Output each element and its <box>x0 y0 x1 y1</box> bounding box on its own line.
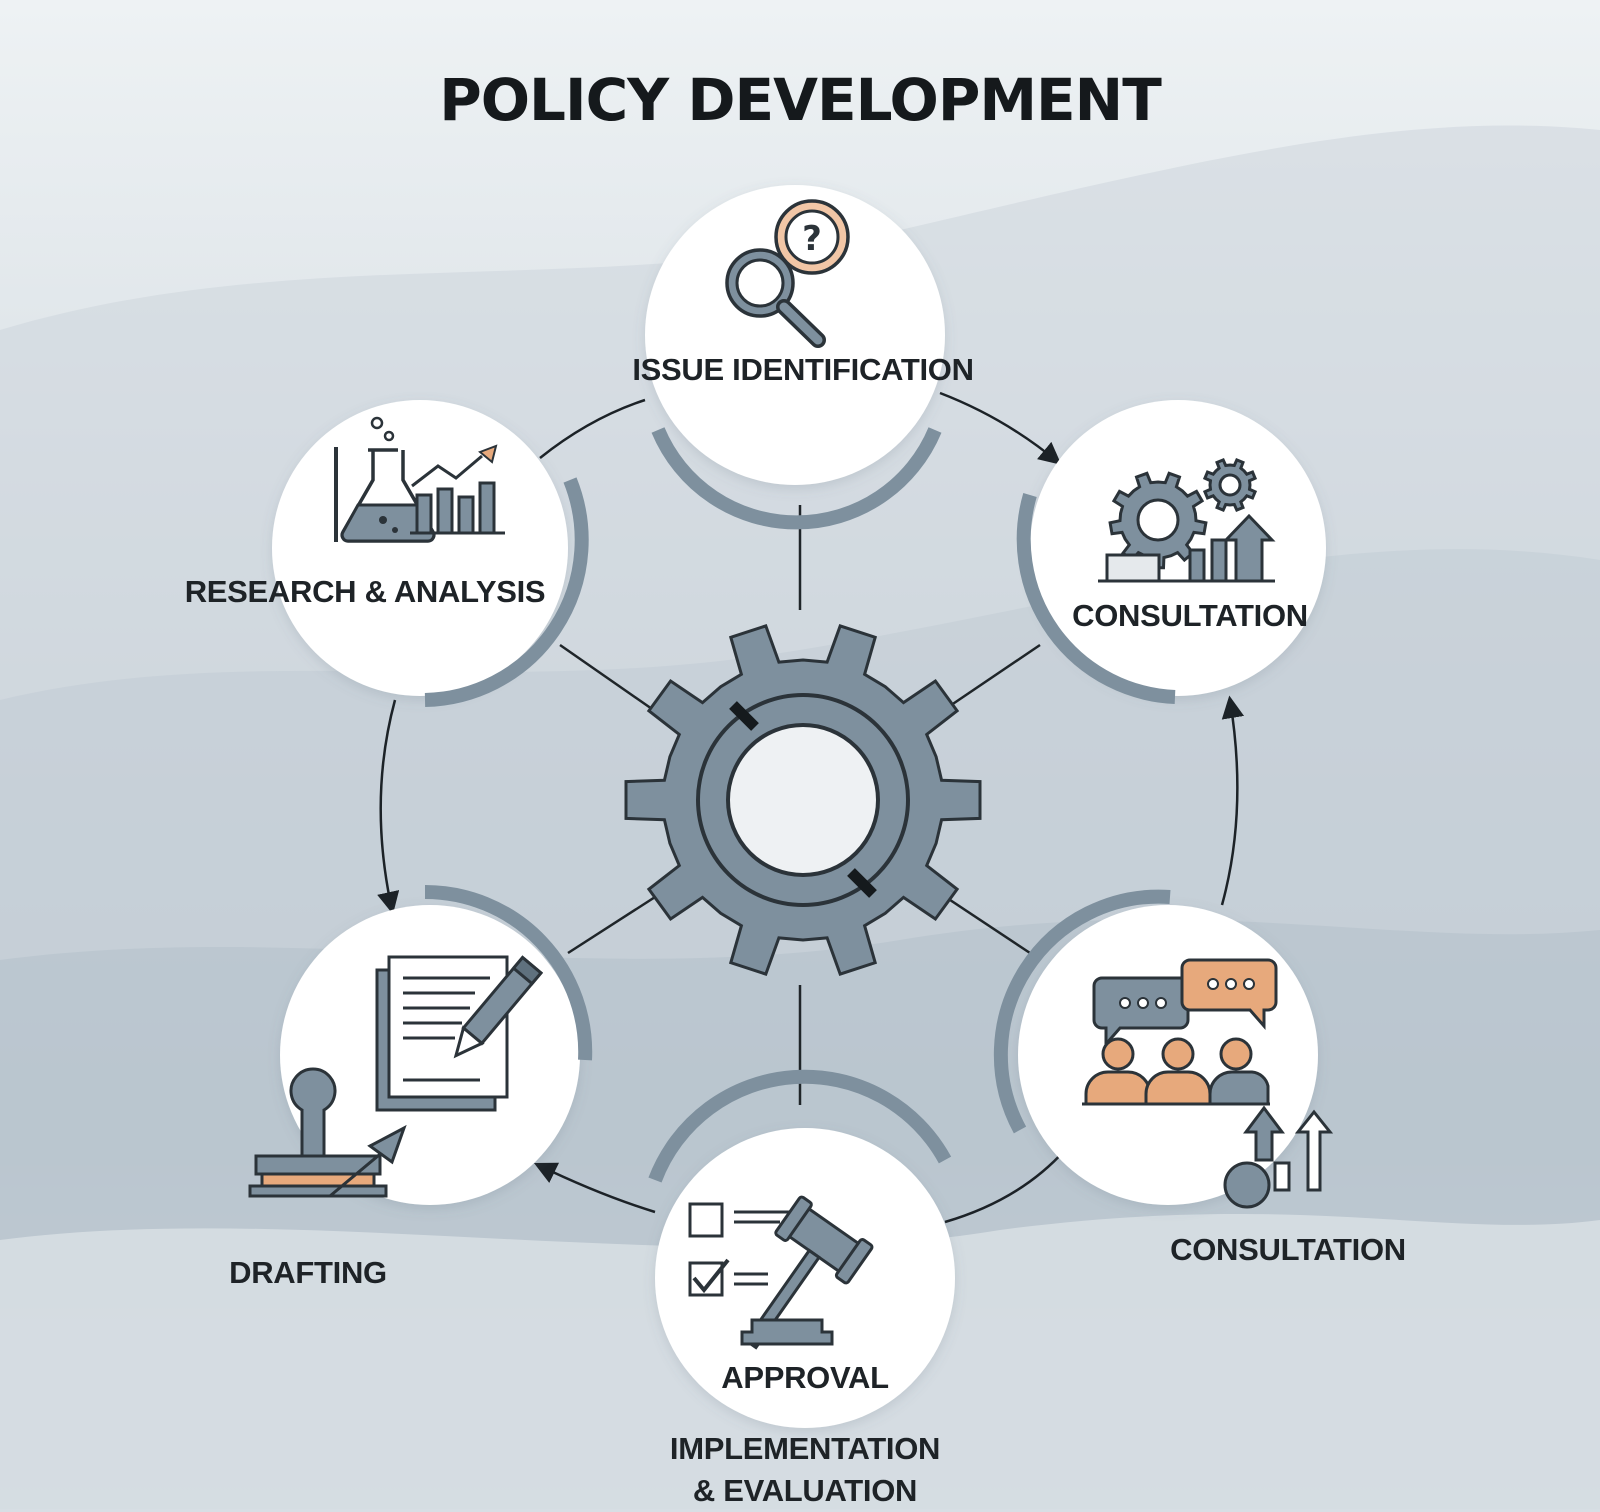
stage-arc <box>648 1069 952 1183</box>
stage-label-line: & EVALUATION <box>692 1473 918 1508</box>
stage-label-issue-identification: ISSUE IDENTIFICATION <box>632 352 974 387</box>
stage-issue-identification <box>645 185 945 485</box>
stage-arc <box>651 427 942 530</box>
stage-label-consultation-bottom: CONSULTATION <box>1170 1232 1406 1267</box>
stage-label-approval: APPROVAL <box>721 1360 889 1395</box>
stage-arc <box>1016 493 1176 704</box>
stage-label-research-analysis: RESEARCH & ANALYSIS <box>184 574 546 609</box>
stage-arc <box>424 884 593 1061</box>
stage-arc <box>424 477 589 707</box>
stage-label-consultation-top: CONSULTATION <box>1072 598 1308 633</box>
page-title: POLICY DEVELOPMENT <box>439 66 1162 134</box>
flask-chart-icon <box>334 416 505 543</box>
stage-label-line: IMPLEMENTATION <box>669 1431 941 1466</box>
cycle-arrows <box>377 391 1245 1224</box>
gavel-checklist-icon <box>688 1195 874 1350</box>
stage-label-implementation-evaluation: IMPLEMENTATION & EVALUATION <box>670 1428 940 1512</box>
magnifier-question-icon: ? <box>725 199 850 348</box>
svg-text:?: ? <box>802 219 822 259</box>
stage-arc <box>993 889 1171 1134</box>
central-gear-icon <box>624 624 982 976</box>
stage-label-drafting: DRAFTING <box>229 1255 387 1290</box>
document-pen-stamp-icon <box>248 955 544 1198</box>
gears-growth-icon <box>1098 457 1276 583</box>
people-discussion-icon <box>1082 958 1334 1209</box>
stage-research-analysis <box>272 400 568 696</box>
